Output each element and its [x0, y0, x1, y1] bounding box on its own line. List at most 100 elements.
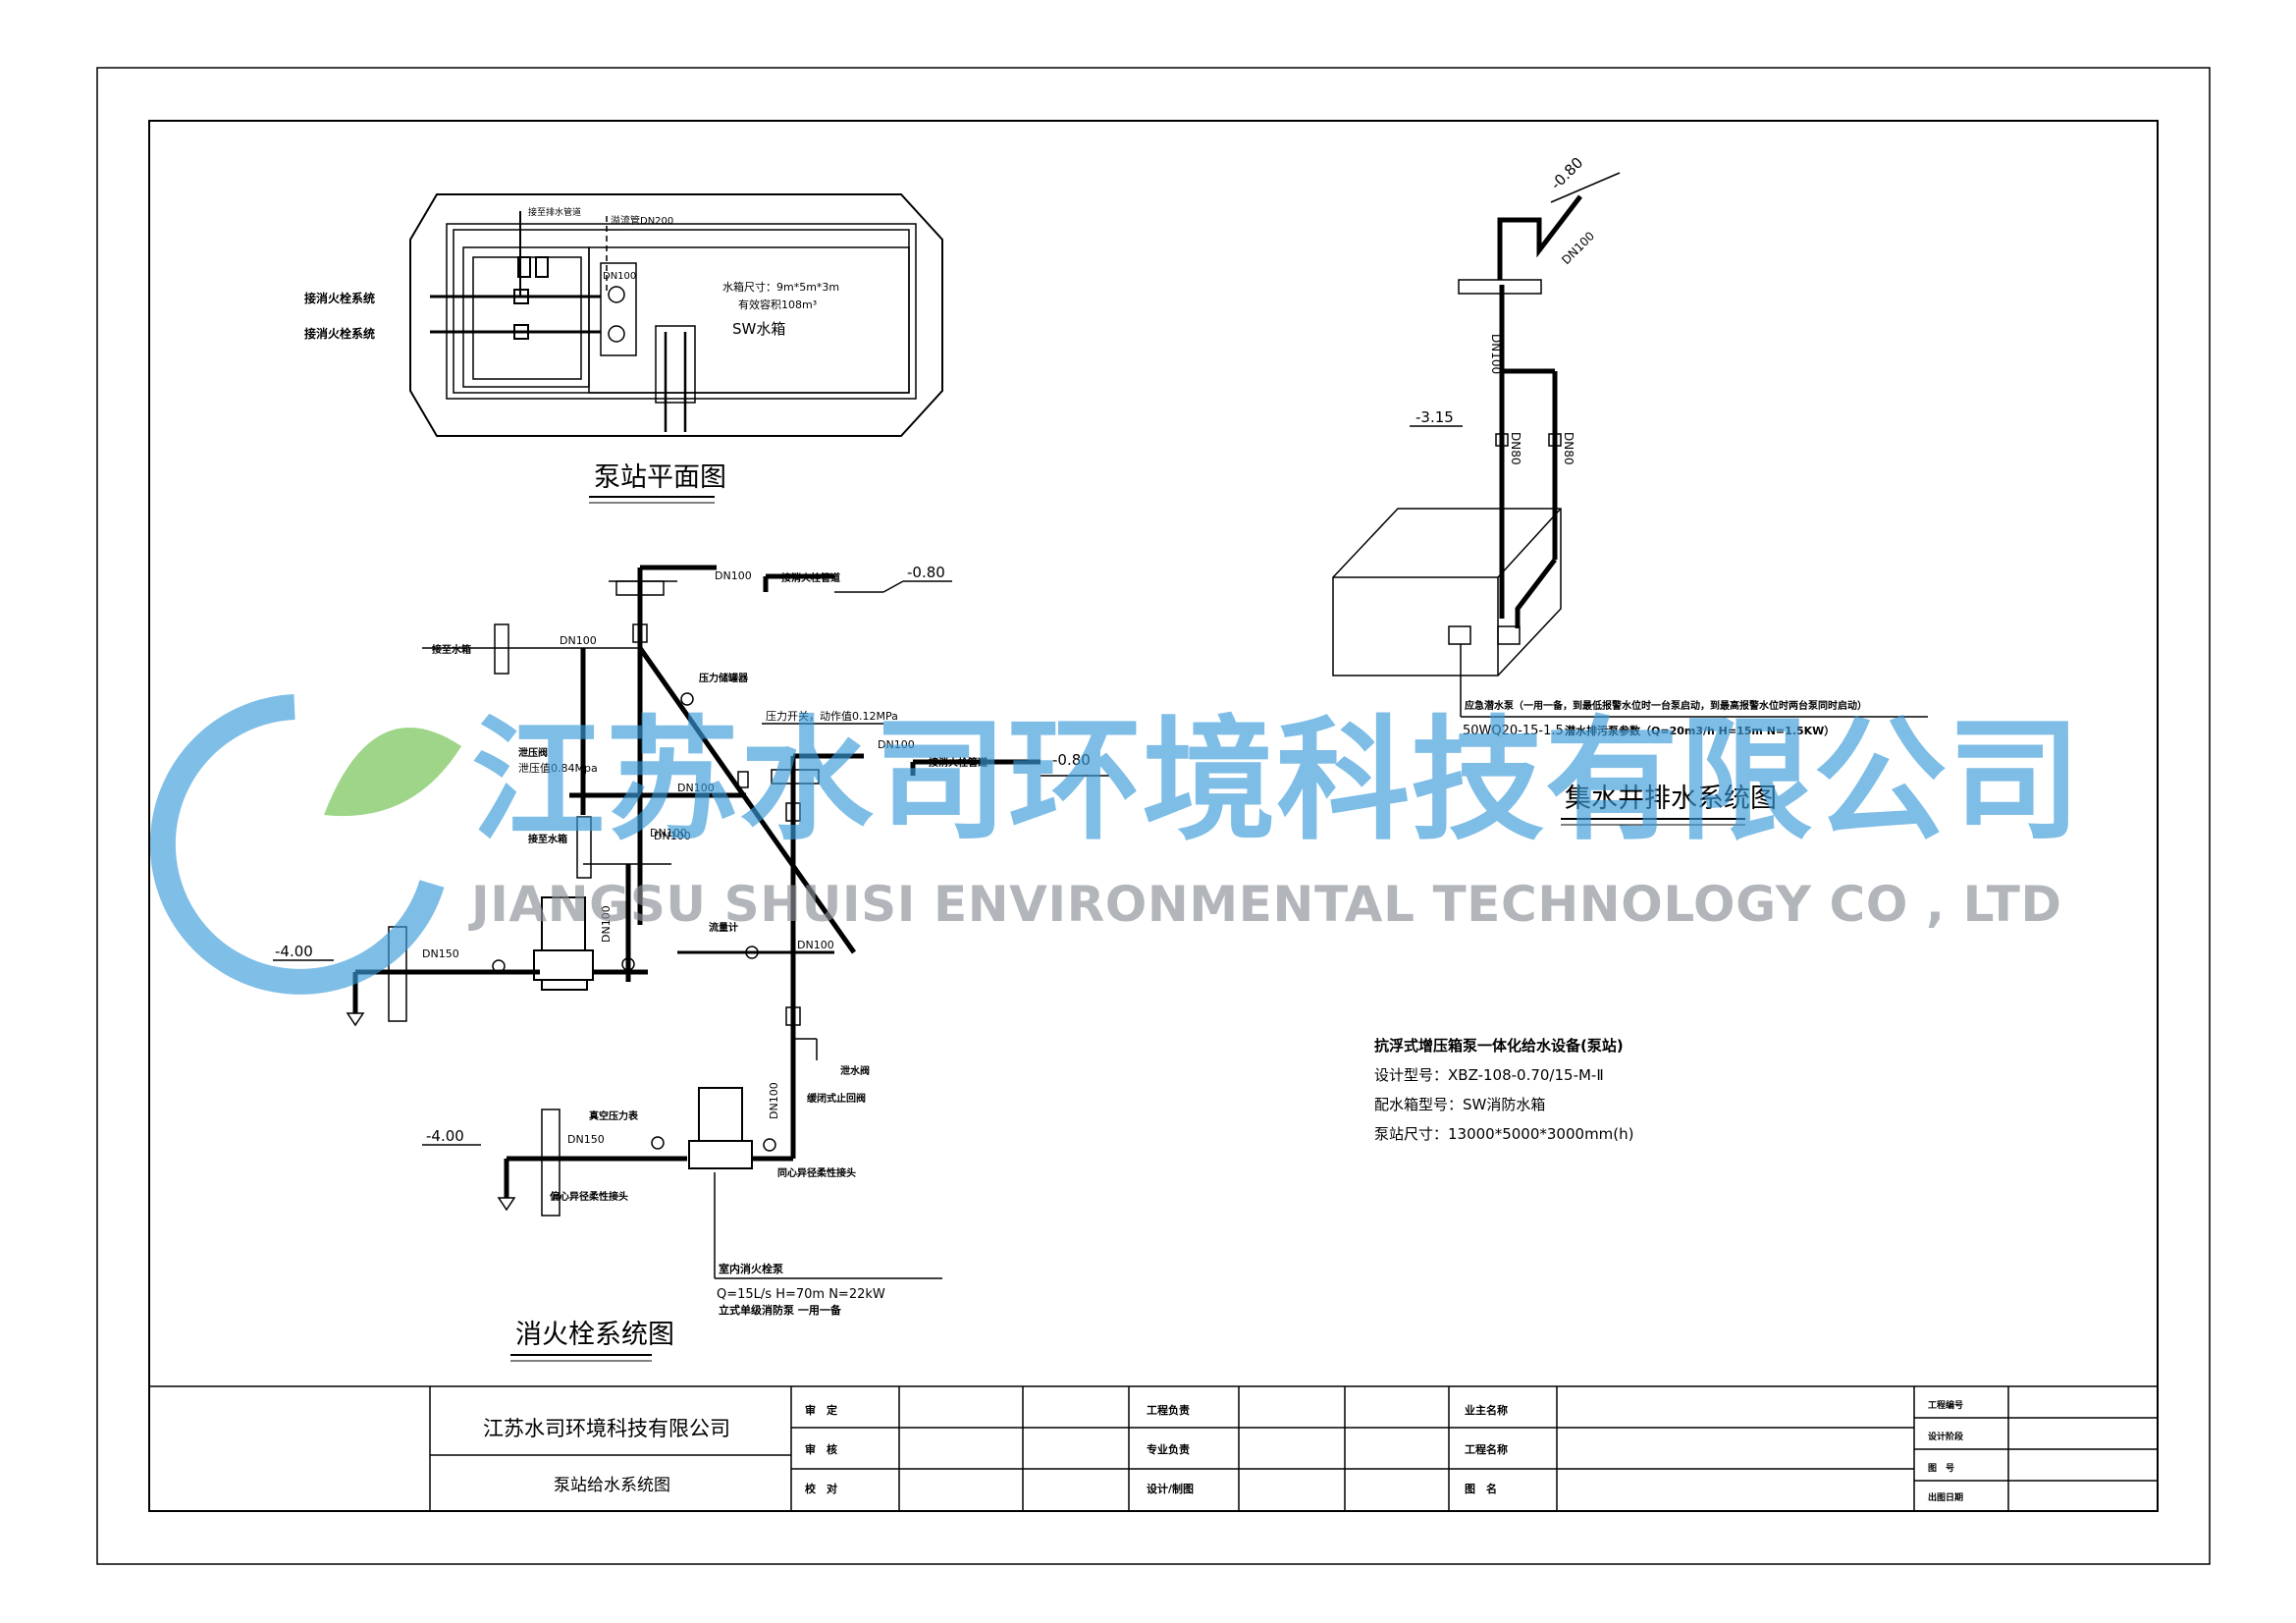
sump-box [655, 325, 696, 404]
tb-company: 江苏水司环境科技有限公司 [483, 1417, 730, 1440]
dn-label: DN100 [797, 939, 834, 951]
tb-r2c3: 工程名称 [1465, 1442, 1508, 1456]
sump-outlet [1497, 194, 1582, 280]
tank-access [600, 262, 637, 356]
watermark-cn: 江苏水司环境科技有限公司 [471, 704, 2081, 859]
plan-inner2 [453, 229, 910, 394]
pump1-body [533, 949, 594, 981]
hydrant-title: 消火栓系统图 [515, 1320, 674, 1350]
plan-outline [409, 193, 943, 437]
pump-room-inner [472, 256, 582, 380]
gauge [621, 957, 635, 971]
elev-top: -0.80 [907, 564, 945, 581]
wall-hatch [576, 816, 592, 879]
dn-label: DN150 [422, 947, 459, 960]
pump-symbol [517, 256, 531, 278]
tank-name: SW水箱 [732, 320, 785, 338]
sump-dn-vert: DN100 [1489, 334, 1503, 374]
pump-params: Q=15L/s H=70m N=22kW [717, 1287, 885, 1302]
flowmeter [745, 946, 759, 959]
plan-label-top2: 溢流管DN200 [611, 214, 673, 227]
watermark: 江苏水司环境科技有限公司 JIANGSU SHUISI ENVIRONMENTA… [149, 694, 2081, 995]
sump-elev-top: -0.80 [1547, 154, 1586, 193]
label-to-tank2: 接至水箱 [528, 833, 567, 845]
tb-r2c4: 设计阶段 [1928, 1431, 1964, 1442]
flex-joint1: 偏心异径柔性接头 [550, 1190, 628, 1203]
tank-port [608, 325, 625, 343]
dn-label: DN150 [567, 1133, 605, 1146]
valve [632, 623, 648, 643]
dn-label: DN100 [715, 569, 752, 582]
flex-joint2: 同心异径柔性接头 [777, 1166, 856, 1179]
hydrant-system: DN100 接消火栓管道 -0.80 接至水箱 DN100 压力储罐器 压力开关… [273, 564, 1109, 1362]
tank-port [608, 286, 625, 303]
sump-pump-note: 应急潜水泵（一用一备，到最低报警水位时一台泵启动，到最高报警水位时两台泵同时启动… [1465, 699, 1867, 712]
sump-pit [1332, 508, 1562, 676]
note-line2: 设计型号：XBZ-108-0.70/15-M-Ⅱ [1374, 1066, 1604, 1084]
foot-valve [346, 1012, 365, 1027]
dn-label: DN100 [654, 830, 691, 842]
sump-dn80a: DN80 [1509, 432, 1522, 465]
label-to-hydrant2: 接消火栓管道 [929, 756, 988, 769]
dn-label: DN100 [677, 782, 715, 794]
relief-value: 泄压值0.84Mpa [518, 762, 598, 775]
tb-r1c4: 工程编号 [1928, 1399, 1963, 1411]
tb-r1c2: 工程负责 [1147, 1403, 1190, 1417]
plan-title: 泵站平面图 [594, 462, 726, 493]
pump-type: 立式单级消防泵 一用一备 [719, 1303, 842, 1317]
note-line1: 抗浮式增压箱泵一体化给水设备(泵站) [1374, 1037, 1624, 1055]
note-line3: 配水箱型号：SW消防水箱 [1374, 1096, 1545, 1113]
elev-right: -0.80 [1052, 751, 1091, 769]
plan-label-dn: DN100 [603, 271, 636, 282]
elev-left2: -4.00 [426, 1127, 464, 1145]
valve [785, 1006, 801, 1026]
title-block: 江苏水司环境科技有限公司 泵站给水系统图 审 定 审 核 校 对 工程负责 专业… [148, 1385, 2159, 1512]
note-line4: 泵站尺寸：13000*5000*3000mm(h) [1374, 1125, 1634, 1143]
outer-frame [96, 67, 2211, 1565]
pump-room [462, 246, 590, 388]
submersible-pump [1497, 625, 1521, 645]
tb-r3c2: 设计/制图 [1147, 1482, 1194, 1495]
dn-vert2: DN100 [768, 1082, 780, 1119]
valve [785, 802, 801, 822]
tb-drawing: 泵站给水系统图 [554, 1476, 670, 1495]
valve [1495, 433, 1509, 447]
tb-r2c1: 审 核 [805, 1442, 837, 1456]
tb-r3c1: 校 对 [805, 1482, 837, 1495]
label-to-tank1: 接至水箱 [432, 643, 471, 656]
sump-system: -0.80 DN100 DN100 -3.15 DN80 DN80 应急潜水泵（… [1332, 154, 1928, 826]
elev-left1: -4.00 [275, 943, 313, 960]
wall-hatch [494, 623, 509, 675]
foot-valve [497, 1197, 516, 1212]
pump2-motor [698, 1087, 743, 1142]
watermark-en: JIANGSU SHUISI ENVIRONMENTAL TECHNOLOGY … [468, 876, 2061, 933]
pump-symbol [513, 324, 529, 340]
pump-symbol [513, 289, 529, 304]
wall-hatch [1458, 279, 1542, 295]
plan-label-left1: 接消火栓系统 [304, 291, 375, 305]
drain-valve: 泄水阀 [840, 1064, 870, 1077]
flowmeter-label: 流量计 [709, 921, 738, 934]
tb-r1c1: 审 定 [805, 1403, 837, 1417]
plan-view: 接消火栓系统 接消火栓系统 接至排水管道 溢流管DN200 DN100 水箱尺寸… [304, 193, 943, 504]
sump-pump-model: 50WQ20-15-1.5 [1463, 724, 1564, 738]
dn-vert: DN100 [600, 905, 613, 943]
gauge [763, 1138, 776, 1152]
sump-pump-params: 潜水排污泵参数（Q=20m3/h H=15m N=1.5KW） [1565, 724, 1835, 737]
sump-pit-edge [1497, 508, 1562, 578]
relief-valve: 泄压阀 [518, 746, 548, 759]
tank-area [588, 246, 910, 394]
gauge [492, 959, 506, 973]
sump-title: 集水井排水系统图 [1565, 784, 1777, 814]
logo-ring-icon [149, 694, 445, 995]
dn-label: DN100 [560, 634, 597, 647]
gauge [651, 1136, 665, 1150]
vacuum-gauge: 真空压力表 [589, 1109, 639, 1122]
sump-elev-mid: -3.15 [1415, 408, 1454, 426]
diagonal-manifold [637, 646, 857, 954]
dn-label: DN100 [878, 738, 915, 751]
sump-dn80b: DN80 [1562, 432, 1575, 465]
pump-symbol [535, 256, 549, 278]
notes: 抗浮式增压箱泵一体化给水设备(泵站) 设计型号：XBZ-108-0.70/15-… [1374, 1037, 1634, 1143]
tb-r3c3: 图 名 [1465, 1482, 1497, 1495]
